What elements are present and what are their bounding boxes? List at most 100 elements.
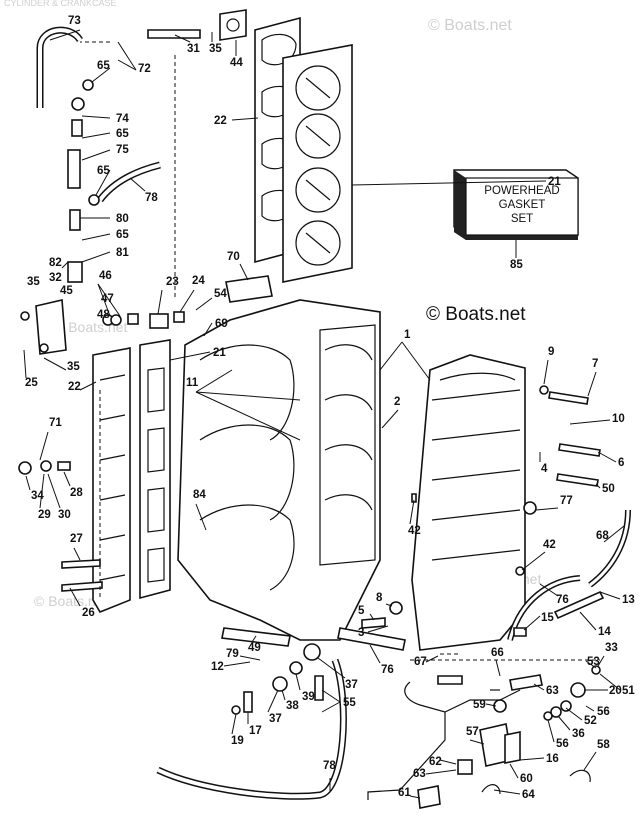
callout-72: 72 xyxy=(138,63,151,75)
callout-48: 48 xyxy=(97,309,110,321)
callout-38: 38 xyxy=(286,700,299,712)
callout-49: 49 xyxy=(248,642,261,654)
callout-36: 36 xyxy=(572,728,585,740)
watermark-top-right: © Boats.net xyxy=(428,17,512,34)
kit-line1: POWERHEAD xyxy=(484,185,559,197)
cover-70 xyxy=(225,275,273,303)
callout-7: 7 xyxy=(592,358,598,370)
callout-22: 22 xyxy=(214,115,227,127)
dashed-leaders xyxy=(80,41,600,661)
callout-56: 56 xyxy=(556,738,569,750)
callout-73: 73 xyxy=(68,15,81,27)
callout-22: 22 xyxy=(68,381,81,393)
hose-78-top xyxy=(97,161,161,203)
hose-73 xyxy=(36,26,83,108)
callout-63: 63 xyxy=(546,685,559,697)
hose-68 xyxy=(588,509,631,588)
callout-52: 52 xyxy=(584,715,597,727)
callout-6: 6 xyxy=(618,457,624,469)
callout-67: 67 xyxy=(414,656,427,668)
kit-line3: SET xyxy=(511,213,533,225)
callout-5: 5 xyxy=(358,605,365,617)
tube-76-mid xyxy=(337,627,406,651)
callout-63: 63 xyxy=(413,768,426,780)
tube-55 xyxy=(314,675,324,701)
callout-35: 35 xyxy=(27,276,40,288)
callout-71: 71 xyxy=(49,417,62,429)
callout-17: 17 xyxy=(249,725,262,737)
callout-39: 39 xyxy=(302,691,315,703)
callout-37: 37 xyxy=(269,713,282,725)
callout-50: 50 xyxy=(602,483,615,495)
callout-13: 13 xyxy=(622,594,635,606)
callout-10: 10 xyxy=(612,413,625,425)
watermark-main: © Boats.net xyxy=(426,304,526,325)
callout-8: 8 xyxy=(376,592,383,604)
callout-54: 54 xyxy=(214,288,227,300)
callout-75: 75 xyxy=(116,144,129,156)
kit-ref-label: 85 xyxy=(510,259,523,271)
callout-76: 76 xyxy=(556,594,569,606)
callout-42: 42 xyxy=(543,539,556,551)
callout-31: 31 xyxy=(187,43,200,55)
callout-21: 21 xyxy=(213,347,226,359)
callout-62: 62 xyxy=(429,756,442,768)
callout-24: 24 xyxy=(192,275,205,287)
callout-42: 42 xyxy=(408,525,421,537)
exhaust-cover-left xyxy=(92,347,131,613)
callout-68: 68 xyxy=(596,530,609,542)
head-gasket-top xyxy=(282,44,353,283)
callout-74: 74 xyxy=(116,113,129,125)
callout-34: 34 xyxy=(31,490,44,502)
callout-76: 76 xyxy=(381,664,394,676)
callout-65: 65 xyxy=(116,229,129,241)
callout-58: 58 xyxy=(597,739,610,751)
callout-69: 69 xyxy=(215,318,228,330)
callout-21: 21 xyxy=(548,176,561,188)
tube-31 xyxy=(147,29,201,39)
exhaust-gasket-left xyxy=(139,339,171,600)
callout-77: 77 xyxy=(560,495,573,507)
callout-15: 15 xyxy=(541,612,554,624)
callout-35: 35 xyxy=(67,361,80,373)
callout-55: 55 xyxy=(343,697,356,709)
callout-45: 45 xyxy=(60,285,73,297)
callout-35: 35 xyxy=(209,43,222,55)
callout-79: 79 xyxy=(226,648,239,660)
callout-1: 1 xyxy=(404,329,411,341)
callout-33: 33 xyxy=(605,642,618,654)
callout-47: 47 xyxy=(101,293,114,305)
kit-line2: GASKET xyxy=(499,199,546,211)
callout-56: 56 xyxy=(597,706,610,718)
callout-25: 25 xyxy=(25,377,38,389)
callout-27: 27 xyxy=(70,533,83,545)
callout-78: 78 xyxy=(145,192,158,204)
callout-70: 70 xyxy=(227,251,240,263)
callout-82: 82 xyxy=(49,257,62,269)
callout-78: 78 xyxy=(323,760,336,772)
callout-20: 20 xyxy=(609,685,622,697)
cover-44 xyxy=(219,9,247,41)
callout-28: 28 xyxy=(70,487,83,499)
callout-11: 11 xyxy=(186,377,199,389)
callout-65: 65 xyxy=(116,128,129,140)
callout-60: 60 xyxy=(520,773,533,785)
callout-14: 14 xyxy=(598,626,611,638)
callout-3: 3 xyxy=(358,627,364,639)
wire-harness xyxy=(367,681,521,800)
callout-84: 84 xyxy=(193,489,206,501)
callout-46: 46 xyxy=(99,270,112,282)
callout-53: 53 xyxy=(587,656,600,668)
tube-49 xyxy=(221,627,291,647)
callout-57: 57 xyxy=(466,726,479,738)
callout-65: 65 xyxy=(97,60,110,72)
callout-29: 29 xyxy=(38,509,51,521)
callout-61: 61 xyxy=(398,787,411,799)
callout-30: 30 xyxy=(58,509,71,521)
callout-44: 44 xyxy=(230,57,243,69)
callout-81: 81 xyxy=(116,247,129,259)
callout-2: 2 xyxy=(394,396,400,408)
callout-19: 19 xyxy=(231,735,244,747)
